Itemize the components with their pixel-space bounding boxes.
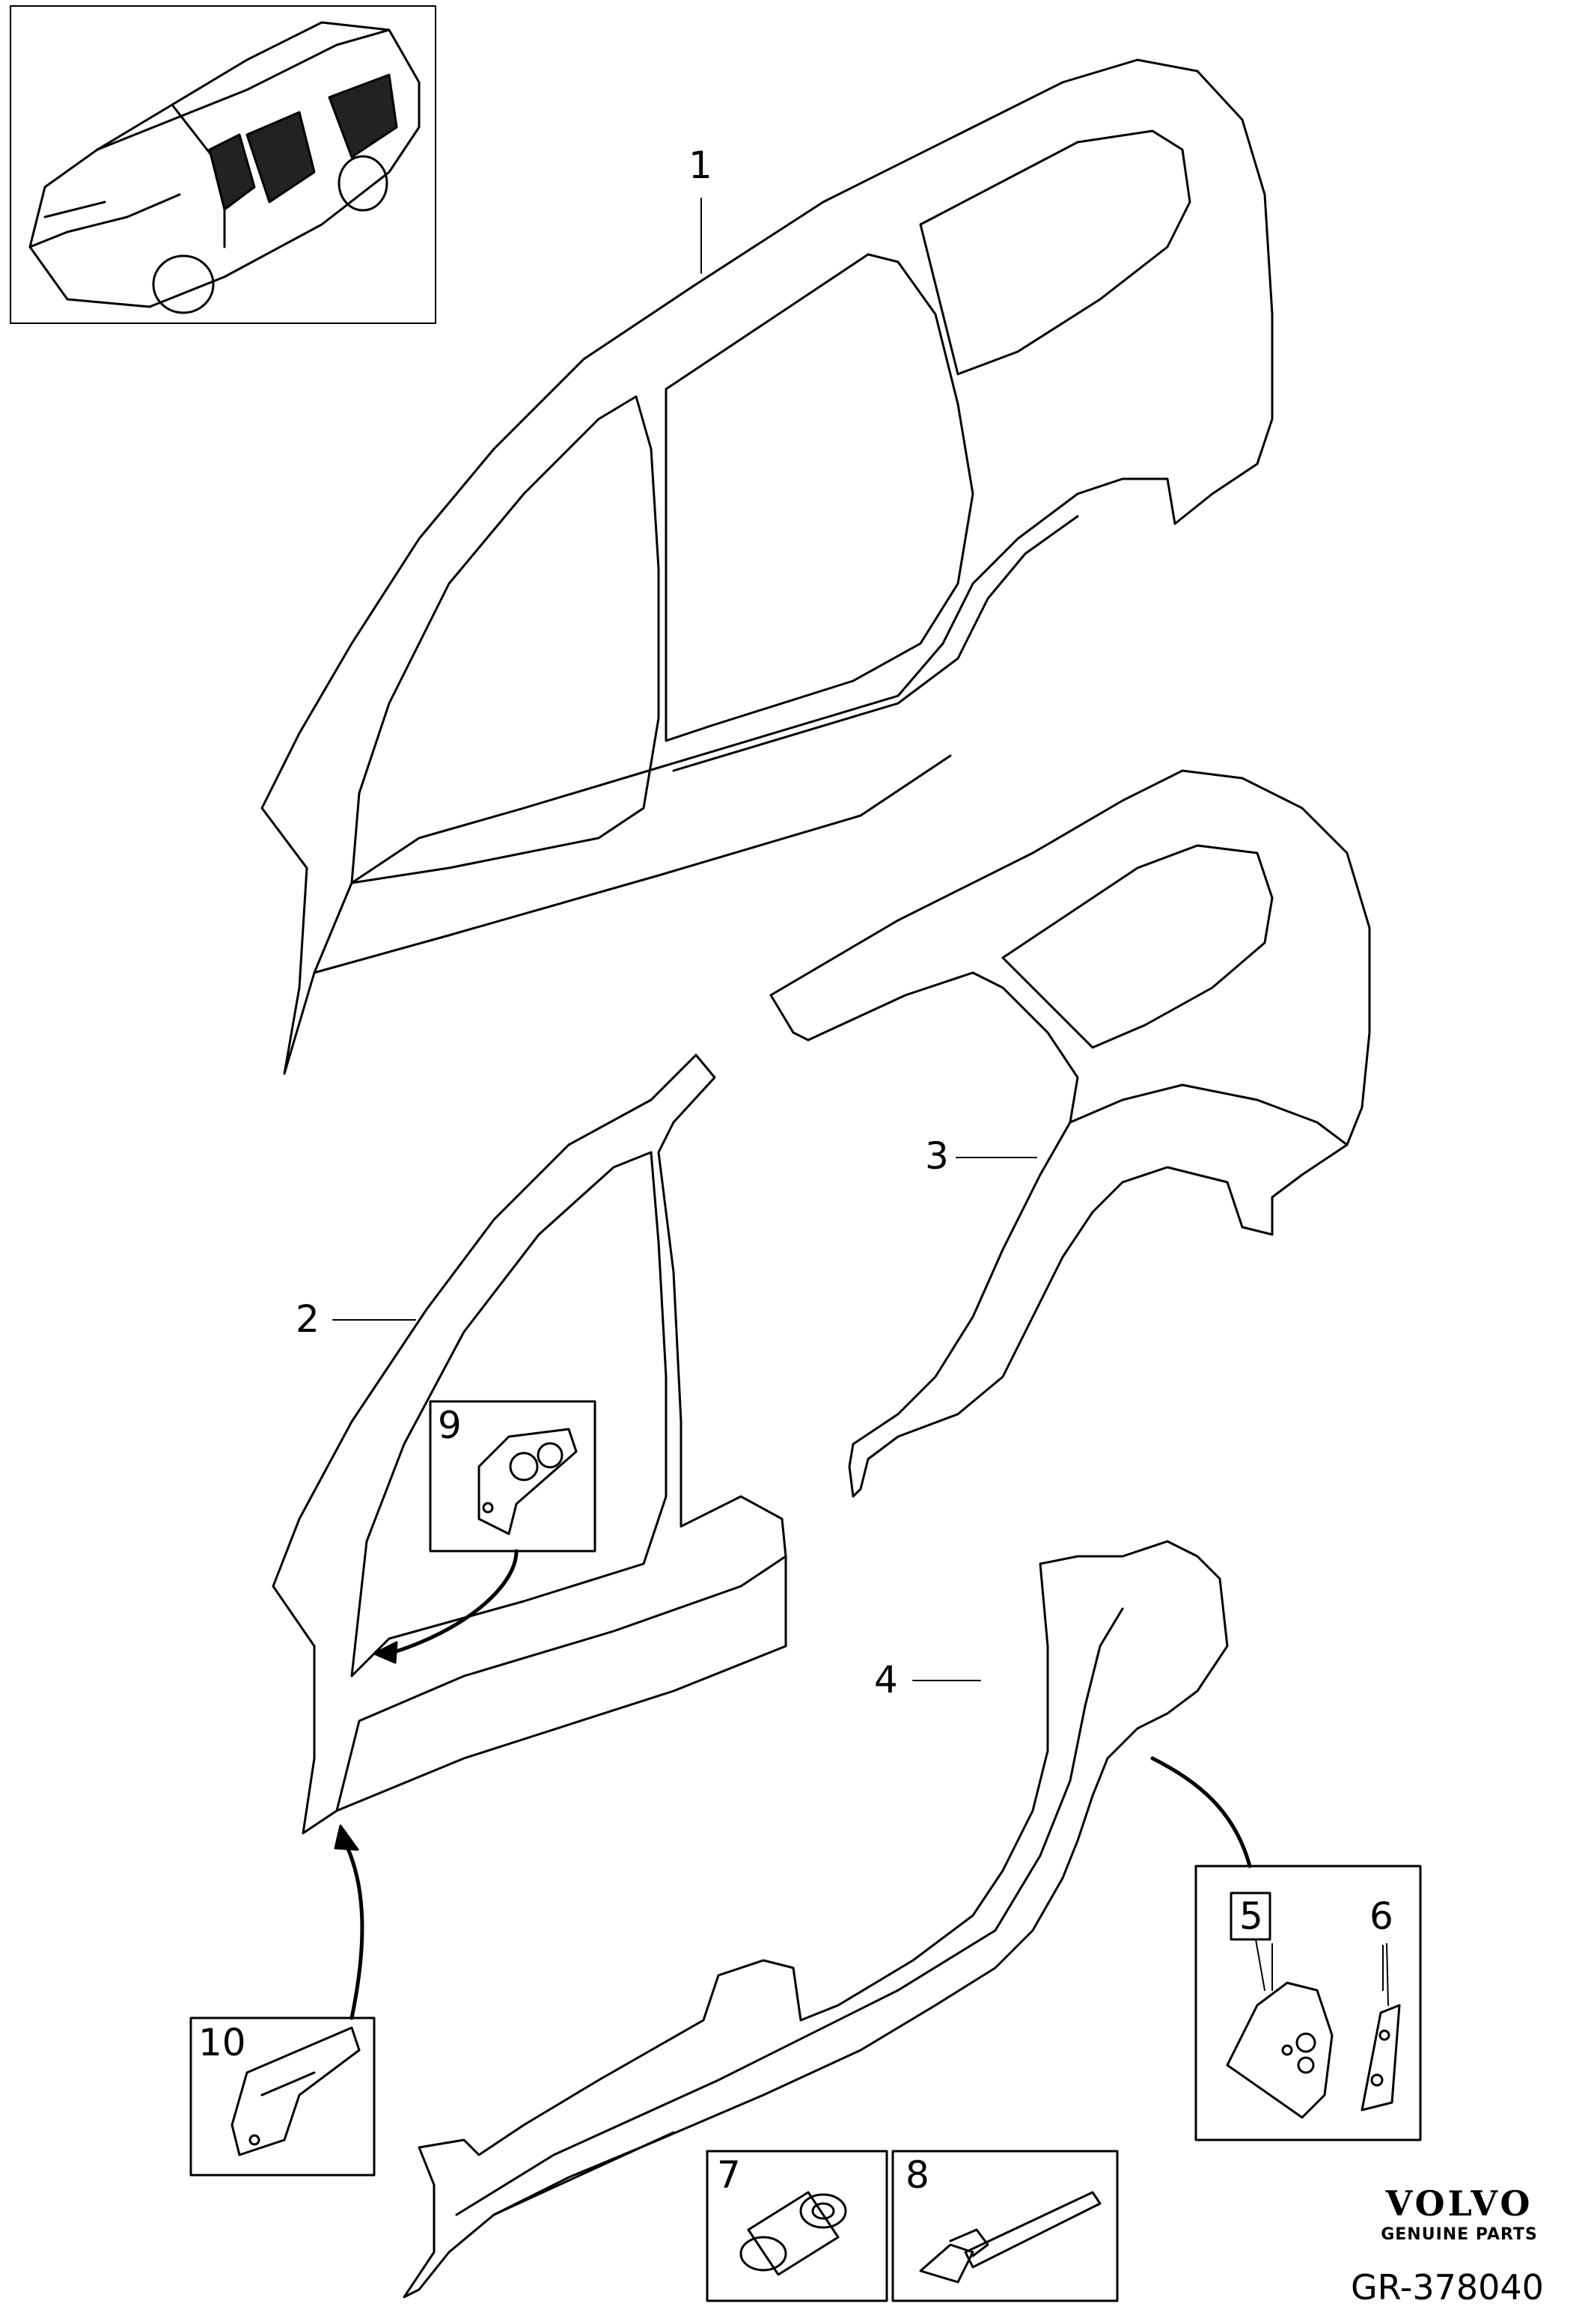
callout-2: 2 (296, 1297, 320, 1341)
figure-reference: GR-378040 (1351, 2267, 1544, 2308)
callout-7: 7 (717, 2153, 741, 2197)
callout-6: 6 (1369, 1895, 1393, 1938)
front-side-section-2 (272, 1054, 787, 1835)
callout-4: 4 (874, 1658, 898, 1701)
callout-3: 3 (925, 1134, 949, 1178)
callout-8: 8 (906, 2153, 929, 2197)
detail-box-8 (891, 2150, 1119, 2302)
callout-9: 9 (438, 1404, 462, 1447)
brand-block: VOLVO GENUINE PARTS (1355, 2183, 1564, 2244)
callout-10: 10 (198, 2021, 246, 2064)
body-side-panel-1 (260, 58, 1274, 1075)
rear-quarter-panel-3 (769, 769, 1371, 1498)
vehicle-locator-thumbnail (10, 5, 436, 324)
detail-box-9 (373, 1400, 596, 1664)
leader-lines (332, 198, 1384, 1991)
callout-5: 5 (1239, 1895, 1263, 1938)
brand-logo: VOLVO (1385, 2183, 1533, 2224)
detail-box-10 (189, 1824, 376, 2177)
callout-1: 1 (688, 144, 712, 187)
detail-box-7 (706, 2150, 888, 2302)
brand-tagline: GENUINE PARTS (1381, 2225, 1538, 2244)
sill-rocker-panel-4 (403, 1540, 1229, 2299)
detail-box-5-6 (1150, 1756, 1422, 2141)
